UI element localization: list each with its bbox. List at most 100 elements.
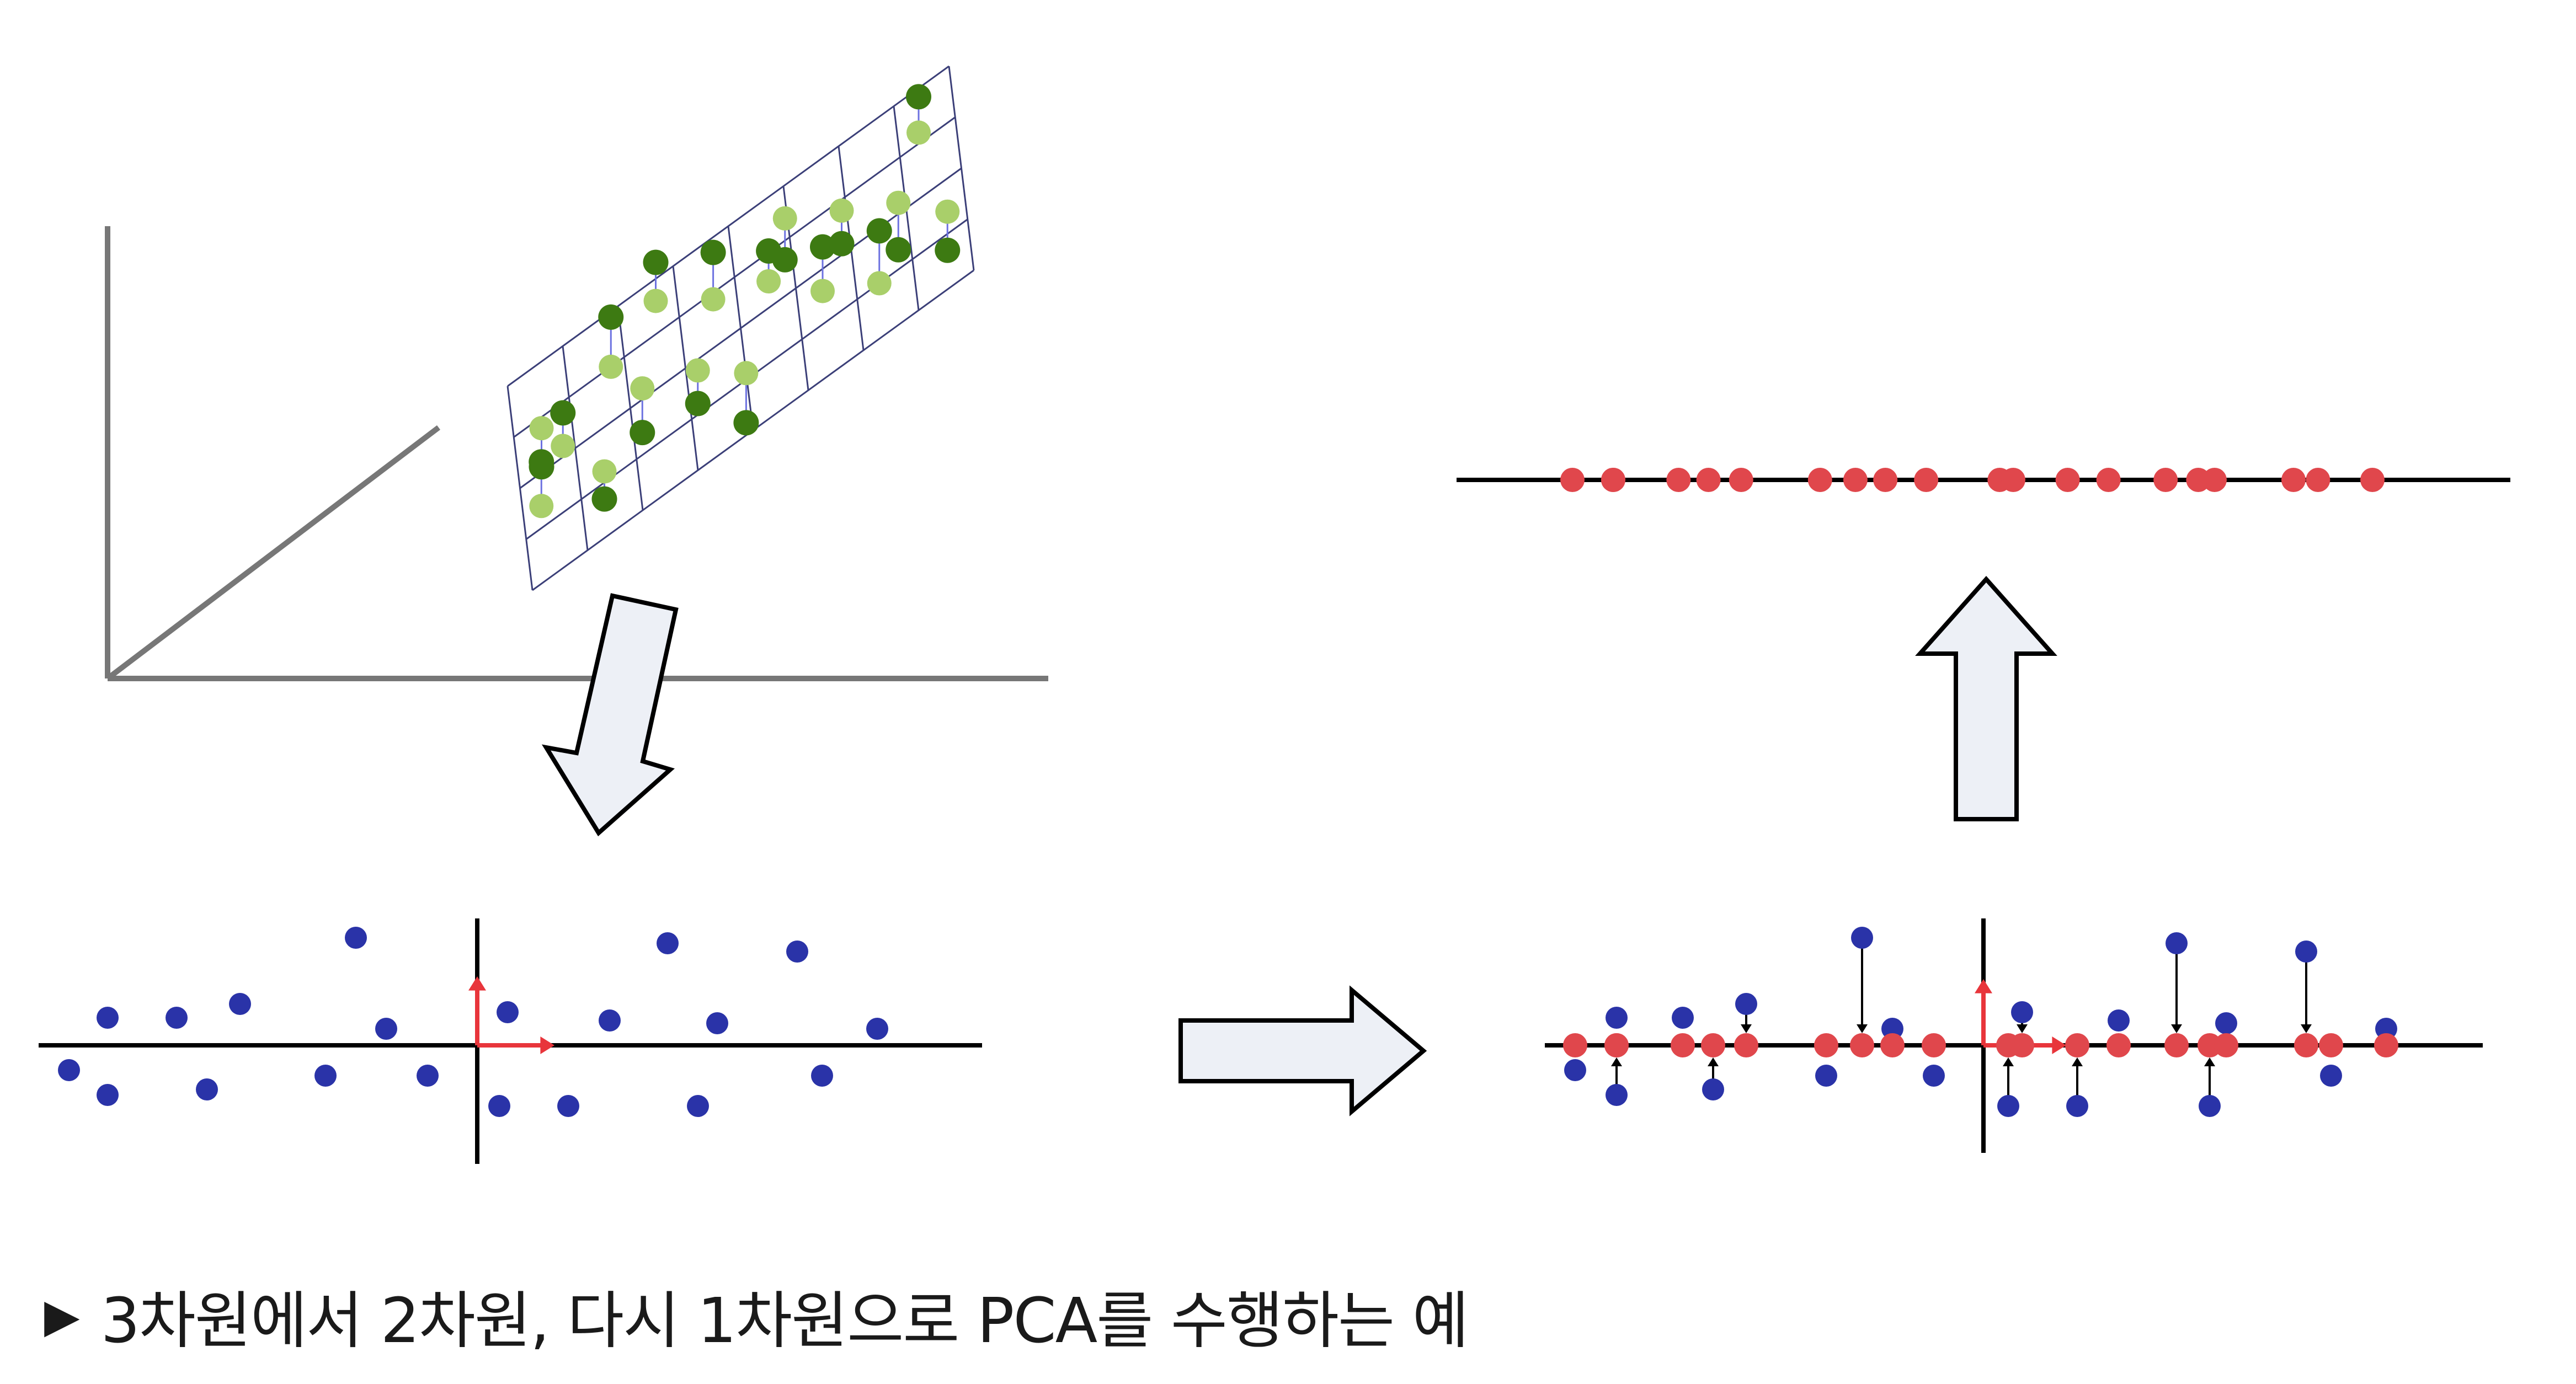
- points-3d: [529, 84, 961, 519]
- projected-point-3d-3: [592, 459, 617, 484]
- point-2d-9: [417, 1065, 439, 1087]
- projection-original-point-10: [2011, 1001, 2033, 1023]
- point-2d-15: [687, 1095, 709, 1117]
- original-point-3d-14: [866, 218, 892, 244]
- point-1d-4: [1696, 468, 1721, 492]
- original-point-3d-11: [772, 247, 798, 272]
- principal-axes-2d: [468, 976, 554, 1054]
- original-point-3d-17: [935, 237, 961, 263]
- projected-point-3d-8: [701, 287, 726, 312]
- panel-projection-to-line: [1545, 918, 2483, 1153]
- projection-point-6: [1814, 1033, 1838, 1057]
- point-2d-2: [97, 1084, 119, 1106]
- projection-point-7: [1850, 1033, 1874, 1057]
- projection-original-point-13: [2108, 1009, 2130, 1032]
- point-2d-4: [196, 1078, 218, 1100]
- projection-original-point-7: [1851, 927, 1873, 949]
- original-point-3d-5: [630, 420, 655, 446]
- up-arrow-icon: [1915, 575, 2057, 821]
- point-2d-8: [375, 1018, 397, 1040]
- grid-line-v: [507, 65, 950, 387]
- original-point-3d-13: [829, 231, 855, 257]
- projection-point-12: [2065, 1033, 2089, 1057]
- axis-3d-depth: [105, 425, 441, 681]
- point-1d-8: [1873, 468, 1898, 492]
- original-point-3d-4: [598, 304, 624, 330]
- projection-point-16: [2214, 1033, 2238, 1057]
- projection-plane-grid: [506, 65, 975, 591]
- points-1d: [1560, 468, 2385, 492]
- axes-2d: [39, 918, 982, 1164]
- projected-point-3d-15: [886, 190, 911, 215]
- projection-original-point-2: [1606, 1084, 1628, 1106]
- flow-arrows: [541, 575, 2057, 1116]
- points-2d: [58, 927, 888, 1117]
- projected-point-3d-7: [685, 358, 710, 383]
- original-point-3d-9: [733, 410, 759, 436]
- projection-point-8: [1880, 1033, 1905, 1057]
- projection-point-18: [2319, 1033, 2343, 1057]
- point-1d-2: [1601, 468, 1625, 492]
- principal-axis-2d-1-head: [540, 1036, 554, 1054]
- caption-text: 3차원에서 2차원, 다시 1차원으로 PCA를 수행하는 예: [100, 1285, 1469, 1357]
- point-1d-16: [2202, 468, 2227, 492]
- point-1d-12: [2055, 468, 2080, 492]
- projection-line-17-head: [2301, 1024, 2312, 1033]
- original-point-3d-7: [685, 391, 711, 416]
- point-2d-18: [811, 1065, 833, 1087]
- point-2d-7: [345, 927, 367, 949]
- projection-line-5-head: [1741, 1024, 1752, 1033]
- projected-point-3d-12: [810, 279, 835, 303]
- projection-point-3: [1671, 1033, 1695, 1057]
- projection-point-2: [1604, 1033, 1629, 1057]
- projection-point-13: [2106, 1033, 2131, 1057]
- caption-marker-icon: ▶: [44, 1289, 80, 1343]
- projected-point-3d-4: [599, 354, 623, 379]
- panel-3d-space: [105, 65, 1048, 681]
- projection-point-9: [1922, 1033, 1946, 1057]
- projected-point-3d-2: [551, 434, 575, 458]
- point-2d-1: [97, 1007, 119, 1029]
- projection-point-5: [1734, 1033, 1758, 1057]
- point-1d-11: [2001, 468, 2025, 492]
- point-2d-6: [314, 1065, 337, 1087]
- projection-projected-points: [1563, 1033, 2398, 1057]
- projection-original-point-3: [1672, 1007, 1694, 1029]
- point-1d-14: [2153, 468, 2178, 492]
- projected-point-3d-0: [529, 494, 554, 519]
- point-2d-14: [657, 932, 679, 954]
- projection-point-19: [2374, 1033, 2398, 1057]
- caption: ▶ 3차원에서 2차원, 다시 1차원으로 PCA를 수행하는 예: [44, 1269, 1469, 1362]
- point-2d-0: [58, 1059, 80, 1081]
- original-point-3d-1: [529, 454, 554, 480]
- point-1d-13: [2096, 468, 2121, 492]
- point-2d-11: [488, 1095, 510, 1117]
- projected-point-3d-10: [756, 269, 781, 293]
- point-1d-5: [1729, 468, 1753, 492]
- projection-point-4: [1701, 1033, 1725, 1057]
- point-1d-9: [1914, 468, 1939, 492]
- projected-point-3d-13: [829, 198, 854, 223]
- point-2d-12: [557, 1095, 579, 1117]
- projection-original-point-6: [1815, 1065, 1837, 1087]
- axes-3d: [105, 226, 1048, 681]
- projection-original-points: [1564, 927, 2397, 1117]
- projection-point-0: [1563, 1033, 1587, 1057]
- point-1d-0: [1560, 468, 1585, 492]
- point-1d-6: [1807, 468, 1832, 492]
- projected-point-3d-16: [906, 120, 931, 145]
- projection-original-point-14: [2166, 932, 2188, 954]
- grid-line-v: [513, 116, 956, 438]
- projection-original-point-11: [1997, 1095, 2019, 1117]
- projected-point-3d-5: [630, 376, 655, 401]
- projection-original-point-16: [2215, 1012, 2237, 1034]
- panel-1d-result: [1457, 468, 2510, 492]
- projection-line-4-head: [1708, 1057, 1719, 1066]
- projection-original-point-5: [1735, 993, 1757, 1015]
- projection-line-15-head: [2204, 1057, 2215, 1066]
- projection-original-point-0: [1564, 1059, 1586, 1081]
- projected-point-3d-11: [772, 206, 797, 231]
- projection-point-17: [2294, 1033, 2318, 1057]
- point-2d-19: [866, 1018, 888, 1040]
- projection-point-14: [2164, 1033, 2189, 1057]
